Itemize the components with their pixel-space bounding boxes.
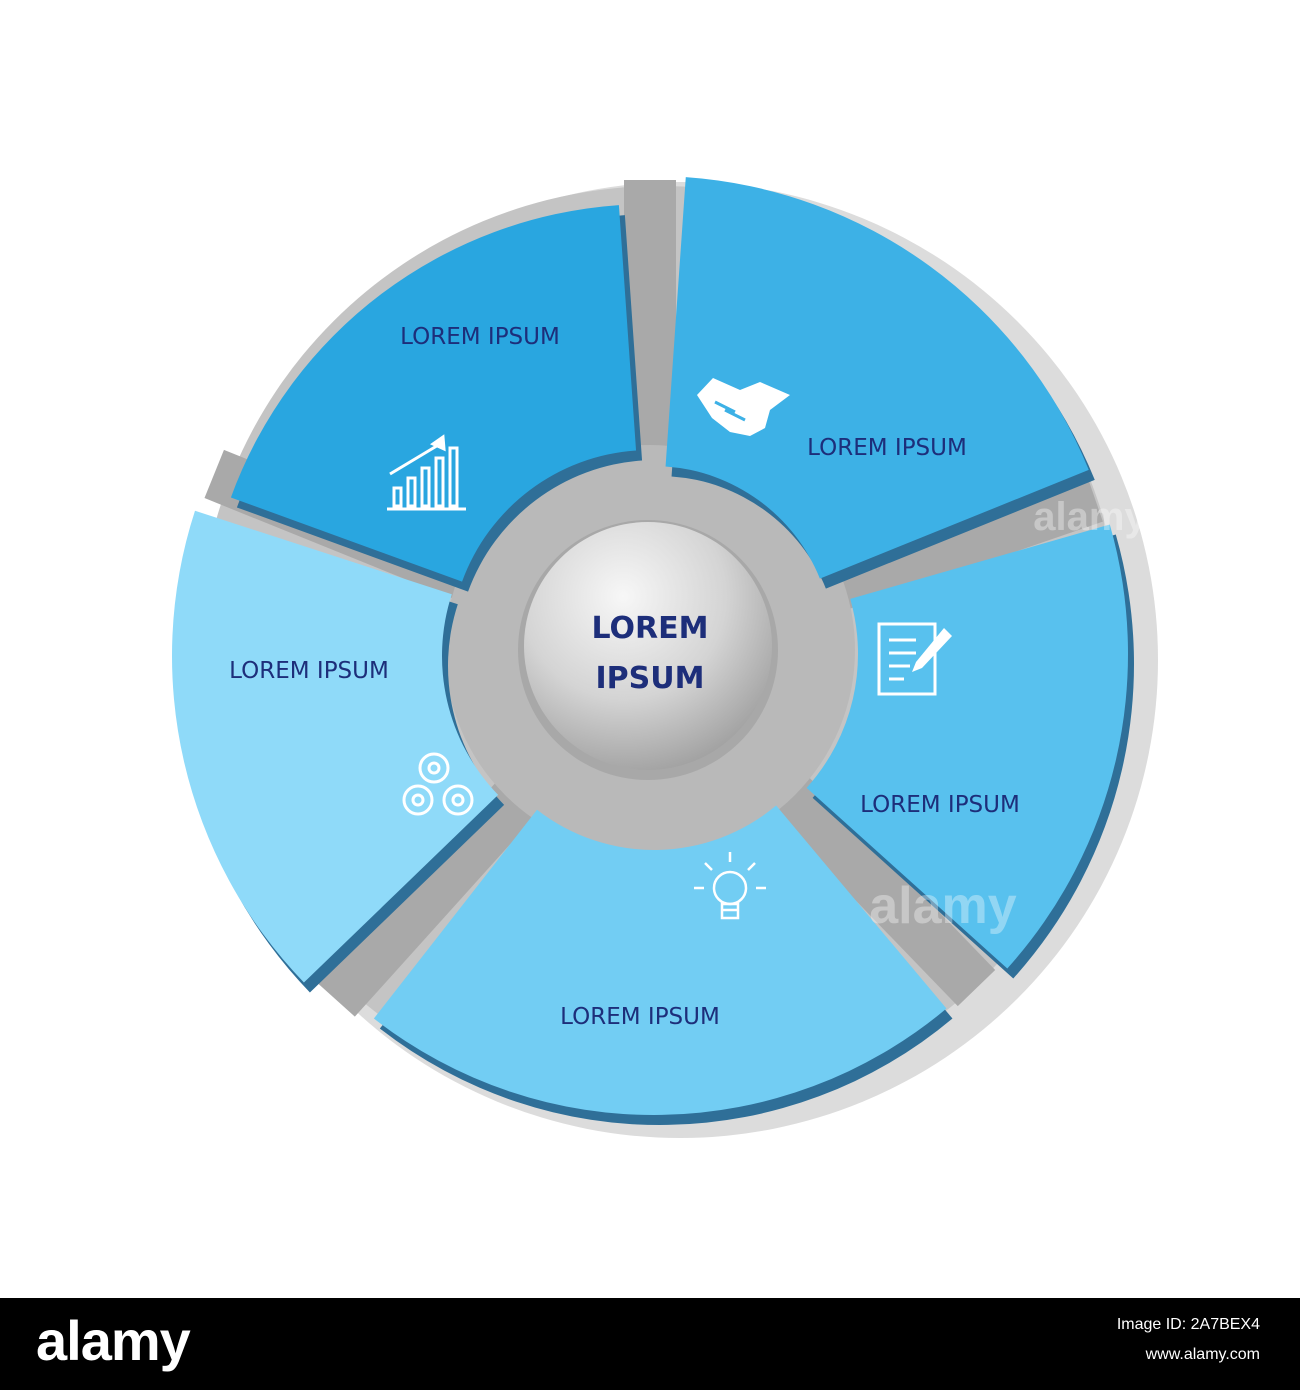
pie-infographic: LOREM IPSUM LOREM IPSUM LOREM IPSUM LORE… [171, 177, 1158, 1138]
segment-growth-label: LOREM IPSUM [400, 324, 560, 350]
growth-chart-icon [387, 434, 466, 511]
segment-partnership [665, 177, 1095, 589]
handshake-icon [697, 378, 790, 436]
document-pen-icon [877, 622, 952, 696]
center-label-line2: IPSUM [596, 661, 705, 696]
lightbulb-icon [694, 852, 766, 920]
segment-document [806, 524, 1134, 979]
segment-document-top [806, 524, 1128, 969]
segment-idea [373, 805, 953, 1125]
segment-partnership-label: LOREM IPSUM [807, 435, 967, 461]
segment-idea-label: LOREM IPSUM [560, 1004, 720, 1030]
center-label-line1: LOREM [592, 611, 709, 646]
segment-idea-top [373, 805, 947, 1115]
watermark: alamy alamy [869, 495, 1147, 935]
center-ball [524, 522, 772, 770]
gears-icon [402, 752, 474, 816]
segment-growth-top [230, 205, 637, 582]
footer-bar: alamy Image ID: 2A7BEX4 www.alamy.com [0, 1298, 1300, 1390]
segment-partnership-top [665, 177, 1089, 579]
segment-document-label: LOREM IPSUM [860, 792, 1020, 818]
segment-settings-top [171, 510, 499, 983]
segment-settings-label: LOREM IPSUM [229, 658, 389, 684]
brand-logo: alamy [36, 1309, 191, 1372]
watermark-text: alamy [869, 877, 1017, 935]
watermark-text: alamy [1033, 495, 1147, 539]
segment-settings [171, 510, 505, 993]
image-url: www.alamy.com [1145, 1346, 1260, 1363]
segment-growth [230, 205, 643, 592]
image-id: Image ID: 2A7BEX4 [1116, 1316, 1260, 1333]
